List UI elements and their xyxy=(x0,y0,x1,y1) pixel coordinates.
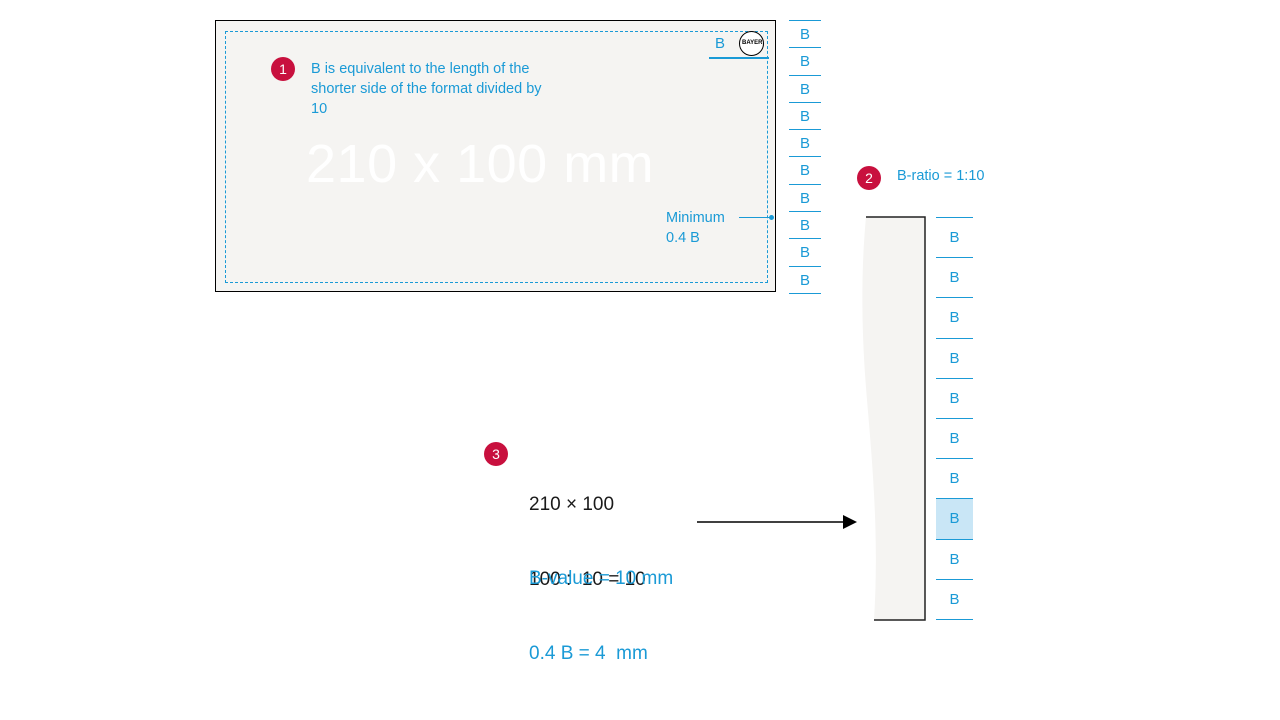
minimum-margin-label: Minimum 0.4 B xyxy=(666,208,725,248)
scale-small-cell: B xyxy=(789,265,821,293)
b-ratio-label: B-ratio = 1:10 xyxy=(897,168,985,184)
calc-division-line: 100 : 10 = 10 xyxy=(529,569,646,590)
scale-small-cell: B xyxy=(789,211,821,238)
corner-unit-label: B xyxy=(715,35,726,52)
scale-large-cell: B xyxy=(936,337,973,378)
b-value-line: B-value = 10 mm xyxy=(529,568,674,589)
scale-small-cell: B xyxy=(789,20,821,47)
scale-large-cell: B xyxy=(936,217,973,257)
scale-large-cell: B xyxy=(936,257,973,297)
minimum-label-line2: 0.4 B xyxy=(666,230,700,246)
tall-format-strip xyxy=(862,216,926,621)
scale-large-cell: B xyxy=(936,578,973,619)
scale-large-cell: B xyxy=(936,538,973,579)
scale-small-cell: B xyxy=(789,183,821,211)
min-value-line: 0.4 B = 4 mm xyxy=(529,643,648,664)
b-definition-note: B is equivalent to the length of the sho… xyxy=(311,61,542,117)
scale-small-cell: B xyxy=(789,129,821,156)
bayer-cross-logo: BAYER xyxy=(739,31,764,56)
scale-small-cell: B xyxy=(789,47,821,74)
minimum-label-line1: Minimum xyxy=(666,210,725,226)
scale-small-cell: B xyxy=(789,238,821,265)
scale-large-end-line xyxy=(936,618,973,620)
corner-unit-line xyxy=(709,57,769,59)
scale-small-cell: B xyxy=(789,101,821,129)
result-block: B-value = 10 mm 0.4 B = 4 mm xyxy=(529,516,673,691)
minimum-margin-guide xyxy=(225,31,768,283)
scale-small-cell: B xyxy=(789,74,821,102)
step-1-badge: 1 xyxy=(271,57,295,81)
scale-large-cell: B xyxy=(936,417,973,458)
calc-format-line: 210 × 100 xyxy=(529,494,615,515)
result-arrow xyxy=(697,515,857,529)
step-3-badge: 3 xyxy=(484,442,508,466)
logo-horizontal-text: BAYER xyxy=(742,40,763,46)
scale-large-cell: B xyxy=(936,377,973,418)
scale-large-cell: B xyxy=(936,498,973,539)
format-panel xyxy=(215,20,776,292)
calculation-block: 210 × 100 100 : 10 = 10 xyxy=(529,442,646,617)
step-2-badge: 2 xyxy=(857,166,881,190)
minimum-pointer-line xyxy=(739,217,771,218)
scale-large-cell: B xyxy=(936,297,973,337)
minimum-pointer-dot xyxy=(769,215,774,220)
scale-small-cell: B xyxy=(789,156,821,183)
scale-large-cell: B xyxy=(936,458,973,498)
scale-small-end-line xyxy=(789,292,821,294)
format-size-watermark: 210 x 100 mm xyxy=(306,134,655,194)
